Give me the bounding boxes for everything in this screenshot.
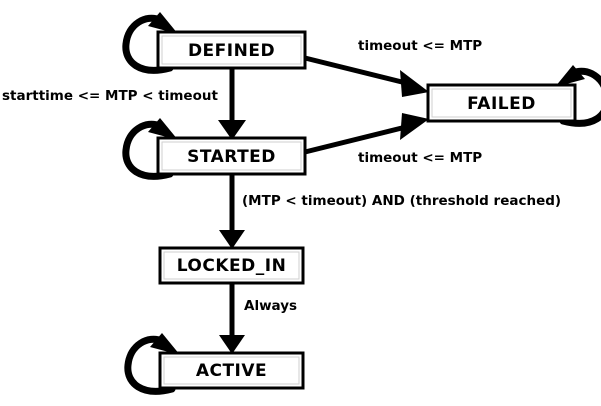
transition-failed-self <box>555 65 601 127</box>
started-self-loop-path <box>122 120 174 180</box>
transition-defined-self <box>122 12 178 74</box>
state-label-active: ACTIVE <box>196 361 267 381</box>
state-box-active[interactable] <box>158 351 305 390</box>
state-node-started[interactable]: STARTED <box>156 136 307 176</box>
locked-in-to-active-arrowhead <box>219 335 245 354</box>
transition-defined-to-failed <box>304 55 429 97</box>
state-node-defined[interactable]: DEFINED <box>156 30 307 70</box>
transition-started-to-locked-in <box>219 174 245 249</box>
state-label-defined: DEFINED <box>188 41 275 61</box>
transition-locked-in-to-active <box>219 283 245 354</box>
active-self-loop-arrowhead <box>150 333 180 355</box>
failed-self-loop-path <box>559 67 601 127</box>
transition-started-self <box>122 118 178 180</box>
state-box-started[interactable] <box>156 136 307 176</box>
state-box-failed[interactable] <box>426 83 577 123</box>
started-self-loop-arrowhead <box>148 118 178 140</box>
edge-label-defined-to-started: starttime <= MTP < timeout <box>2 88 218 104</box>
state-box-locked-in[interactable] <box>158 246 305 285</box>
edge-label-started-to-failed: timeout <= MTP <box>358 150 482 166</box>
transition-active-self <box>124 333 180 395</box>
state-label-started: STARTED <box>187 147 276 167</box>
state-box-defined[interactable] <box>156 30 307 70</box>
state-box-failed-inner-edge <box>431 88 572 118</box>
failed-self-loop-arrowhead <box>555 65 585 87</box>
started-to-failed-line <box>304 123 411 155</box>
state-box-defined-inner-edge <box>161 35 302 65</box>
state-label-locked-in: LOCKED_IN <box>177 256 287 276</box>
active-self-loop-path <box>124 335 176 395</box>
state-node-failed[interactable]: FAILED <box>426 83 577 123</box>
defined-to-failed-arrowhead <box>400 70 429 97</box>
state-node-locked-in[interactable]: LOCKED_IN <box>158 246 305 285</box>
state-box-locked-in-inner-edge <box>163 251 300 280</box>
state-node-active[interactable]: ACTIVE <box>158 351 305 390</box>
transition-defined-to-started <box>218 68 246 140</box>
edge-label-locked-in-to-active: Always <box>244 298 297 314</box>
defined-self-loop-arrowhead <box>148 12 178 34</box>
state-box-started-inner-edge <box>161 141 302 171</box>
state-box-active-inner-edge <box>163 356 300 385</box>
defined-self-loop-path <box>122 14 174 74</box>
transition-started-to-failed <box>304 113 429 155</box>
state-label-failed: FAILED <box>467 94 536 114</box>
defined-to-failed-line <box>304 55 411 87</box>
edge-label-started-to-locked-in: (MTP < timeout) AND (threshold reached) <box>242 193 561 209</box>
started-to-locked-in-arrowhead <box>219 230 245 249</box>
edge-label-defined-to-failed: timeout <= MTP <box>358 38 482 54</box>
started-to-failed-arrowhead <box>400 113 429 140</box>
defined-to-started-arrowhead <box>218 120 246 140</box>
